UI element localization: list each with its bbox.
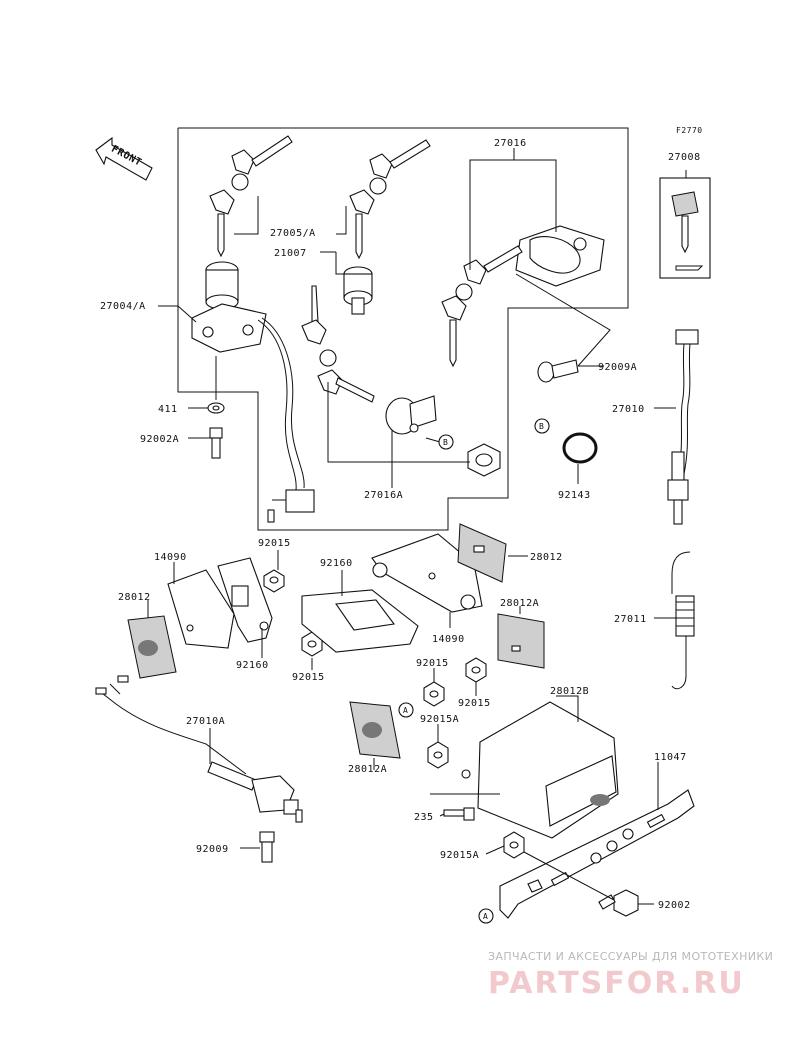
label-28012a-right: 28012A — [500, 598, 539, 609]
lock-nut-icon — [467, 443, 501, 477]
helmet-lock-key-icon — [301, 285, 437, 435]
callout-a-low: A — [478, 908, 494, 924]
label-11047: 11047 — [654, 752, 687, 763]
seat-lock-set-icon — [441, 225, 605, 368]
label-27004a: 27004/A — [100, 301, 146, 312]
reflector-bracket-mid-icon — [371, 533, 483, 613]
callout-a-mid: A — [398, 702, 414, 718]
bolt-92002-icon — [598, 889, 639, 917]
label-92160-top: 92160 — [320, 558, 353, 569]
label-92015-top: 92015 — [258, 538, 291, 549]
label-92160-left: 92160 — [236, 660, 269, 671]
label-92009: 92009 — [196, 844, 229, 855]
ignition-key-left-icon — [209, 135, 293, 258]
reflector-housing-left-icon — [167, 569, 235, 649]
washer-411-icon — [207, 402, 225, 414]
label-235: 235 — [414, 812, 434, 823]
svg-text:A: A — [483, 912, 488, 921]
front-arrow-icon: FRONT — [95, 136, 153, 181]
bracket-11047-icon — [499, 789, 695, 919]
lock-cylinder-icon — [343, 266, 373, 315]
label-27008: 27008 — [668, 152, 701, 163]
bolt-92002a-icon — [209, 427, 223, 459]
label-27005a: 27005/A — [270, 228, 316, 239]
label-92015-left: 92015 — [292, 672, 325, 683]
gasket-92160-icon — [301, 589, 419, 653]
label-92002: 92002 — [658, 900, 691, 911]
ignition-switch-icon — [191, 261, 315, 523]
label-14090-mid: 14090 — [432, 634, 465, 645]
label-92015-right: 92015 — [458, 698, 491, 709]
bolt-92009-icon — [259, 831, 275, 863]
label-92143: 92143 — [558, 490, 591, 501]
callout-b-oring: B — [534, 418, 550, 434]
label-92009a: 92009A — [598, 362, 637, 373]
label-27016a: 27016A — [364, 490, 403, 501]
label-28012-top: 28012 — [530, 552, 563, 563]
watermark-brand: PARTSFOR.RU — [488, 966, 745, 1001]
svg-text:B: B — [443, 438, 448, 447]
bolt-92009a-icon — [537, 359, 592, 383]
reflector-28012b-icon — [461, 701, 619, 839]
neutral-switch-27010-icon — [667, 329, 699, 525]
nut-92015-mid-icon — [423, 681, 445, 707]
label-28012a-left: 28012A — [348, 764, 387, 775]
label-411: 411 — [158, 404, 178, 415]
watermark-tagline: ЗАПЧАСТИ И АКСЕССУАРЫ ДЛЯ МОТОТЕХНИКИ — [488, 950, 773, 963]
label-92002a: 92002A — [140, 434, 179, 445]
label-28012-left: 28012 — [118, 592, 151, 603]
ignition-set-outline — [177, 127, 629, 531]
spring-27011-icon — [671, 551, 695, 690]
reflector-28012a-left-icon — [349, 701, 401, 759]
svg-text:B: B — [539, 422, 544, 431]
label-27010: 27010 — [612, 404, 645, 415]
label-92015a-mid: 92015A — [420, 714, 459, 725]
label-28012b: 28012B — [550, 686, 589, 697]
neutral-switch-cable-27010a-icon — [95, 675, 303, 823]
bolt-235-icon — [443, 807, 475, 821]
key-blank-box — [659, 177, 711, 279]
figure-code: F2770 — [676, 126, 703, 135]
nut-92015a-low-icon — [503, 831, 525, 859]
label-27010a: 27010A — [186, 716, 225, 727]
nut-92015a-mid-icon — [427, 741, 449, 769]
nut-92015-top-icon — [263, 569, 285, 593]
svg-text:A: A — [403, 706, 408, 715]
label-92015a-low: 92015A — [440, 850, 479, 861]
label-27011: 27011 — [614, 614, 647, 625]
o-ring-icon — [562, 432, 598, 464]
label-92015-mid: 92015 — [416, 658, 449, 669]
part-labels: 27016 27008 27005/A 21007 27004/A 92009A… — [100, 138, 701, 911]
reflector-28012-top-icon — [457, 523, 507, 583]
label-14090-left: 14090 — [154, 552, 187, 563]
ignition-key-mid-icon — [349, 139, 431, 260]
leader-lines — [147, 148, 687, 905]
label-27016: 27016 — [494, 138, 527, 149]
reflector-28012-left-icon — [127, 615, 177, 679]
callout-b-upper: B — [438, 434, 454, 450]
label-21007: 21007 — [274, 248, 307, 259]
reflector-28012a-right-icon — [497, 613, 545, 669]
watermark: ЗАПЧАСТИ И АКСЕССУАРЫ ДЛЯ МОТОТЕХНИКИ PA… — [488, 950, 773, 1001]
nut-92015-right-icon — [465, 657, 487, 683]
